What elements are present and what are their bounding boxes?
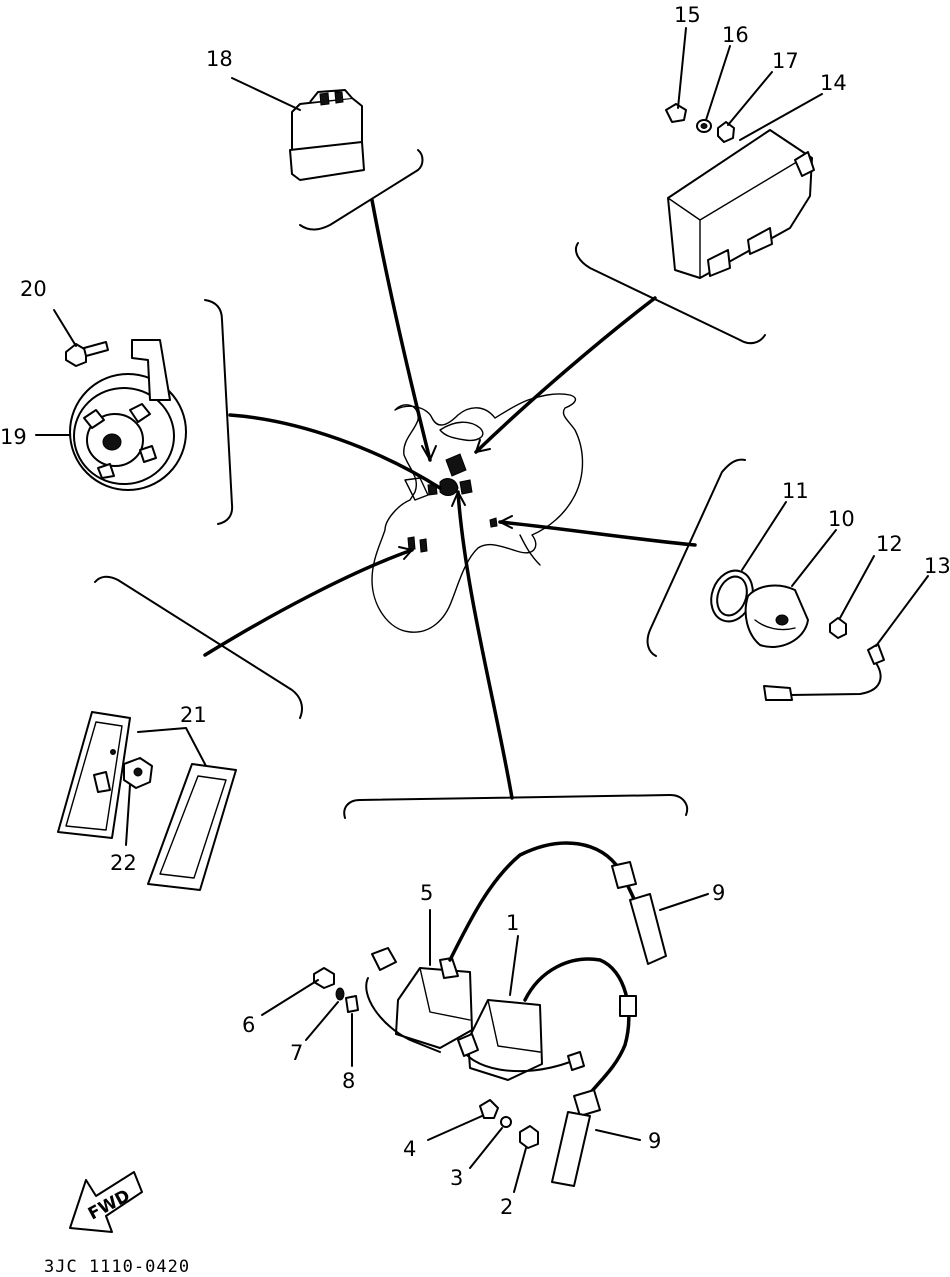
part-22-nut [123,757,153,846]
callout-5: 5 [420,881,433,905]
part-10-switch [744,529,837,648]
part-18-relay [231,77,365,181]
callout-1: 1 [506,911,519,935]
callout-21: 21 [180,703,207,727]
callout-9-top: 9 [712,881,725,905]
part-12-screw [829,555,875,639]
part-5-ignition-coil [365,909,473,1053]
callout-20: 20 [20,277,47,301]
catalog-code: 3JC 1110-0420 [44,1257,190,1277]
part-2-screw [513,1125,539,1193]
part-13-lead-wire [763,575,929,701]
part-11-gasket [710,501,787,623]
part-4-collar [427,1099,499,1141]
callout-12: 12 [876,532,903,556]
part-3-washer [469,1116,512,1169]
part-19-horn [35,339,187,491]
part-1-ignition-coil [457,935,585,1081]
part-20-bolt [53,309,109,367]
frame-silhouette [371,393,584,633]
callout-13: 13 [924,554,950,578]
part-7-washer [305,987,345,1041]
callout-16: 16 [722,23,749,47]
part-8-spacer [345,995,359,1067]
callout-18: 18 [206,47,233,71]
callout-22: 22 [110,851,137,875]
callout-7: 7 [290,1041,303,1065]
callout-numbers: 1 2 3 4 5 6 7 8 9 9 10 11 12 13 14 15 16… [0,3,950,1219]
part-21-reflector [57,711,237,891]
callout-2: 2 [500,1195,513,1219]
callout-4: 4 [403,1137,416,1161]
part-16-washer [696,45,731,133]
callout-6: 6 [242,1013,255,1037]
leader-lines [203,198,697,800]
part-14-control-unit [667,93,823,279]
callout-9-bottom: 9 [648,1129,661,1153]
callout-8: 8 [342,1069,355,1093]
callout-15: 15 [674,3,701,27]
callout-3: 3 [450,1166,463,1190]
part-6-bolt [261,967,335,1016]
callout-17: 17 [772,49,799,73]
callout-10: 10 [828,507,855,531]
callout-14: 14 [820,71,847,95]
callout-19: 19 [0,425,27,449]
group-brackets [94,149,766,819]
callout-11: 11 [782,479,809,503]
part-17-nut [717,71,773,143]
high-tension-lead-bottom [523,957,637,1102]
part-15-screw [665,27,687,123]
part-9-plug-cap-bottom [551,1089,641,1187]
fwd-arrow-icon: FWD [69,1171,143,1233]
high-tension-lead-top [448,841,650,962]
part-9-plug-cap-top [629,893,709,965]
